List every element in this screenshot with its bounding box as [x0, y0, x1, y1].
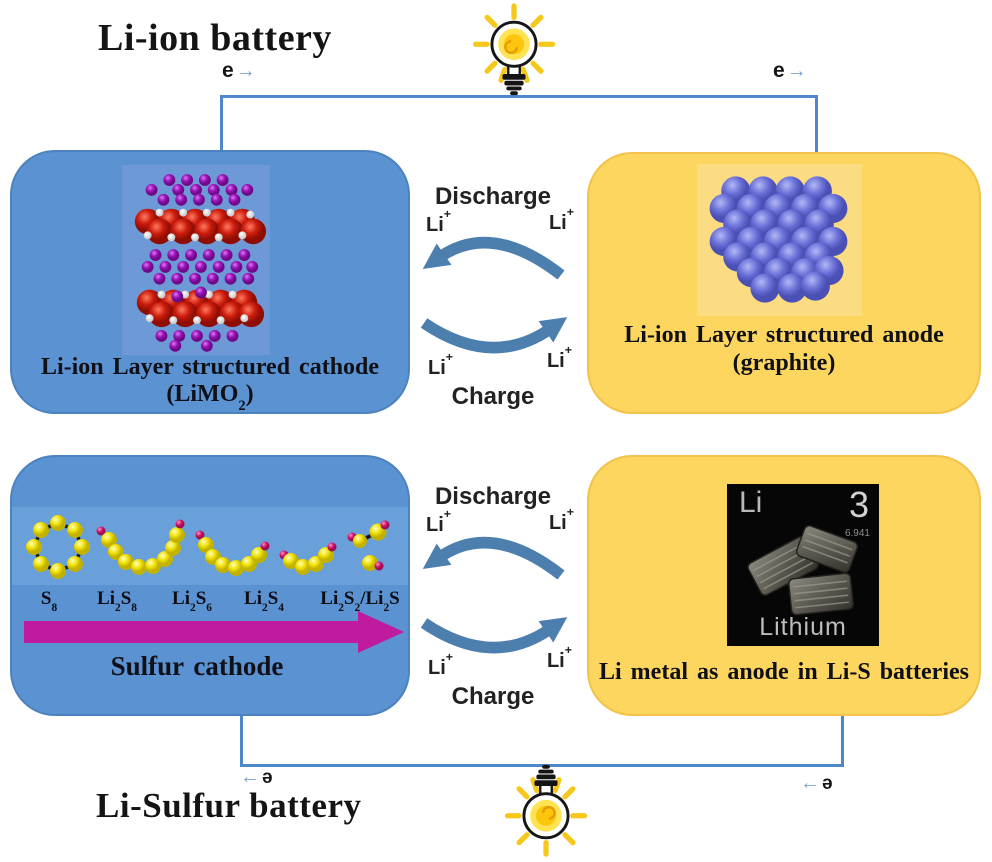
- electron-flow-bottom-right: ←ə: [798, 772, 833, 795]
- cycle-arrows-icon: [420, 236, 568, 354]
- conversion-arrow-body: [24, 621, 358, 643]
- lightbulb-icon-top: [466, 0, 562, 100]
- electron-symbol: ə: [262, 767, 273, 788]
- element-atomic-mass: 6.941: [844, 528, 870, 539]
- element-name: Lithium: [759, 613, 847, 641]
- top-circuit-wire-horizontal: [220, 95, 818, 98]
- element-atomic-number: 3: [848, 484, 869, 525]
- li-ion-battery-title: Li-ion battery: [98, 17, 332, 59]
- lis-charge-discharge-cycle: Discharge Li+ Li+ Li+ Li+ Charge: [408, 483, 578, 711]
- charge-label: Charge: [451, 383, 535, 410]
- species-label-li2s4: Li2S4: [244, 588, 284, 615]
- species-label-li2s2-li2s: Li2S2/Li2S: [320, 588, 400, 615]
- right-arrow-icon: →: [786, 60, 807, 82]
- li-ion-label: Li+: [426, 507, 452, 536]
- liion-anode-caption-line2: (graphite): [732, 350, 836, 376]
- bottom-circuit-wire-left: [240, 710, 243, 767]
- li-ion-label: Li+: [548, 205, 574, 234]
- liion-charge-discharge-cycle: Discharge Li+ Li+ Li+ Li+ Charge: [408, 183, 578, 411]
- lithium-metal-chunks-image: [747, 525, 859, 616]
- top-circuit-wire-right: [815, 95, 818, 154]
- lightbulb-icon-bottom: [498, 760, 594, 860]
- charge-label: Charge: [451, 683, 535, 710]
- li-ion-label: Li+: [428, 350, 454, 379]
- bottom-circuit-wire-horizontal: [240, 764, 844, 767]
- lis-anode-caption: Li metal as anode in Li-S batteries: [599, 659, 969, 685]
- bottom-circuit-wire-right: [841, 710, 844, 767]
- electron-symbol: e: [222, 59, 234, 82]
- liion-cathode-caption-line2: (LiMO2): [166, 381, 254, 414]
- top-circuit-wire-left: [220, 95, 223, 152]
- polysulfide-molecules-image: [26, 515, 390, 579]
- lithium-element-tile: Li 3 6.941 Lithium: [727, 484, 879, 646]
- limo2-structure-image: [122, 165, 270, 355]
- electron-flow-top-right: e→: [773, 59, 809, 83]
- right-arrow-icon: →: [235, 60, 256, 82]
- sulfur-cathode-caption: Sulfur cathode: [110, 651, 284, 681]
- liion-anode-panel: Li-ion Layer structured anode (graphite): [587, 152, 981, 414]
- electron-symbol: e: [773, 59, 785, 82]
- li-ion-label: Li+: [546, 643, 572, 672]
- species-label-li2s8: Li2S8: [97, 588, 137, 615]
- species-label-li2s6: Li2S6: [172, 588, 212, 615]
- species-label-s8: S8: [40, 588, 58, 615]
- lis-cathode-panel: S8 Li2S8 Li2S6 Li2S4 Li2S2/Li2S Sulfur c…: [10, 455, 410, 716]
- discharge-label: Discharge: [434, 183, 552, 210]
- electron-flow-bottom-left: ←ə: [238, 766, 273, 789]
- graphite-structure-image: [697, 164, 862, 316]
- conversion-arrow-head: [358, 611, 404, 653]
- discharge-label: Discharge: [434, 483, 552, 510]
- electron-flow-top-left: e→: [222, 59, 258, 83]
- li-ion-label: Li+: [428, 650, 454, 679]
- li-ion-label: Li+: [426, 207, 452, 236]
- left-arrow-icon: ←: [240, 766, 260, 788]
- liion-cathode-caption-line1: Li-ion Layer structured cathode: [40, 354, 380, 380]
- left-arrow-icon: ←: [800, 772, 820, 794]
- electron-symbol: ə: [822, 773, 833, 794]
- cycle-arrows-icon: [420, 536, 568, 654]
- li-sulfur-battery-title: Li-Sulfur battery: [96, 786, 362, 825]
- liion-anode-caption-line1: Li-ion Layer structured anode: [624, 322, 944, 348]
- element-symbol: Li: [739, 486, 763, 519]
- li-ion-label: Li+: [546, 343, 572, 372]
- li-ion-label: Li+: [548, 505, 574, 534]
- liion-cathode-panel: Li-ion Layer structured cathode (LiMO2): [10, 150, 410, 414]
- lis-anode-panel: Li 3 6.941 Lithium Li metal as anode in …: [587, 455, 981, 716]
